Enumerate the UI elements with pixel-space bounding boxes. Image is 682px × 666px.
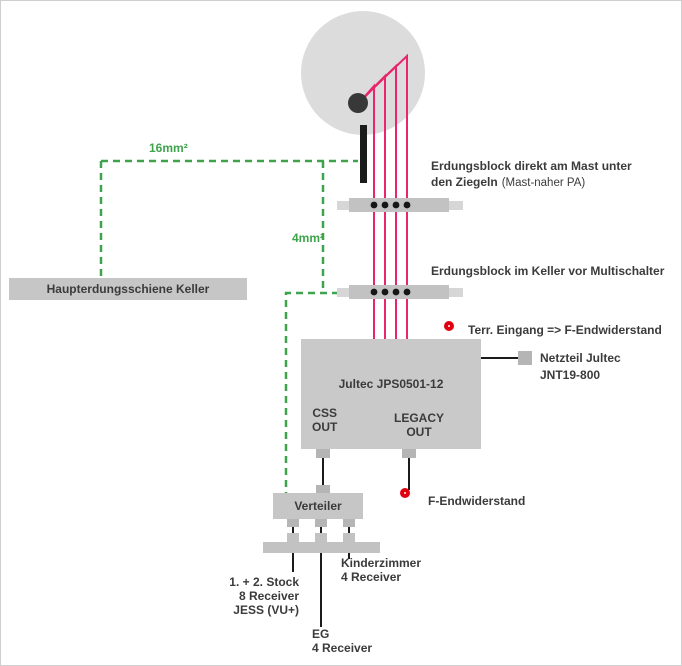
multiswitch-box: Jultec JPS0501-12 CSS OUT LEGACY OUT <box>301 339 481 449</box>
erdungsblock-mast-label-line1: Erdungsblock direkt am Mast unter <box>431 159 632 173</box>
eg-label: EG 4 Receiver <box>312 627 373 655</box>
verteiler-box: Verteiler <box>273 493 363 519</box>
wire-4mm-label: 4mm² <box>292 231 325 245</box>
netzteil-connector <box>518 351 532 365</box>
coax-cable-4 <box>358 53 408 339</box>
haupterdungsschiene-box: Haupterdungsschiene Keller <box>9 278 247 300</box>
css-out-port <box>316 449 330 458</box>
lnb <box>348 93 368 113</box>
terr-eingang-label: Terr. Eingang => F-Endwiderstand <box>468 323 662 337</box>
wire-16mm-label: 16mm² <box>149 141 188 155</box>
netzteil-label: Netzteil Jultec JNT19-800 <box>540 350 621 384</box>
legacy-out-label: LEGACY OUT <box>394 411 445 439</box>
splitter-bar <box>263 533 380 553</box>
verteiler-input-port <box>316 485 330 493</box>
f-endwiderstand-label: F-Endwiderstand <box>428 494 526 508</box>
ground-wire-equipotential <box>273 291 339 509</box>
verteiler-output-cables <box>292 527 350 534</box>
kinderzimmer-label: Kinderzimmer 4 Receiver <box>341 556 422 584</box>
multiswitch-name: Jultec JPS0501-12 <box>338 377 444 391</box>
terr-terminator-ring <box>444 321 454 331</box>
netzteil-label-line1: Netzteil Jultec <box>540 351 621 365</box>
mast-naher-pa-note: (Mast-naher PA) <box>501 177 586 189</box>
legacy-terminator-ring <box>400 488 410 498</box>
erdungsblock-mast-label: Erdungsblock direkt am Mast unter den Zi… <box>431 158 632 191</box>
satellite-dish <box>301 11 425 135</box>
legacy-out-port <box>402 449 416 458</box>
css-out-label: CSS OUT <box>312 406 338 434</box>
erdungsblock-mast-label-line2: den Ziegeln(Mast-naher PA) <box>431 175 586 189</box>
netzteil-label-line2: JNT19-800 <box>540 368 601 382</box>
stock-label: 1. + 2. Stock 8 Receiver JESS (VU+) <box>229 575 299 617</box>
erdungsblock-keller-label: Erdungsblock im Keller vor Multischalter <box>431 264 665 278</box>
grounding-block-mast <box>337 198 463 212</box>
verteiler-output-ports <box>287 519 355 527</box>
mast <box>360 125 367 183</box>
grounding-block-keller <box>337 285 463 299</box>
